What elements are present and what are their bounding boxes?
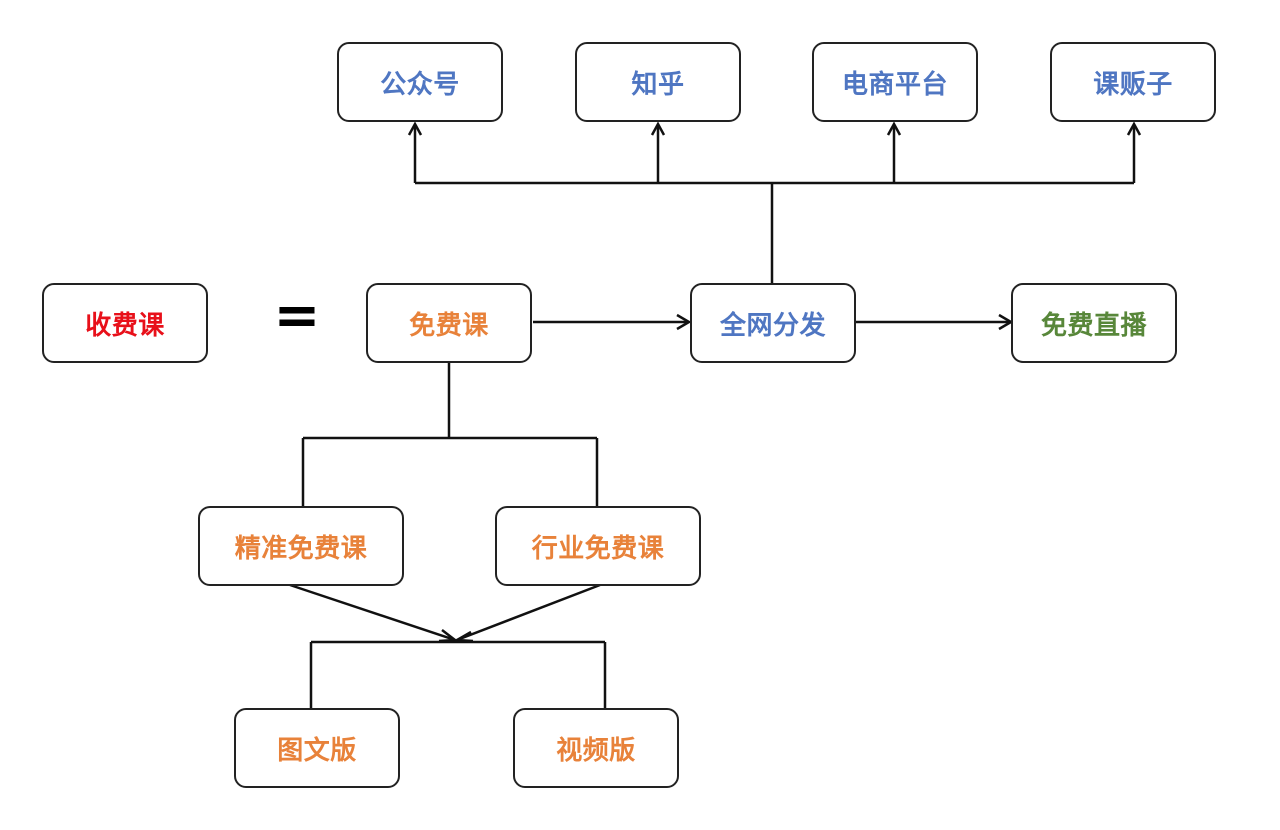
node-ecommerce: 电商平台 [812,42,978,122]
node-label: 精准免费课 [234,533,368,564]
node-paid-course: 收费课 [42,283,208,363]
node-label: 电商平台 [841,69,948,100]
arrow-precise-to-merge [289,583,456,642]
node-precise-free-course: 精准免费课 [198,506,404,586]
arrowhead-distribution [676,313,692,331]
node-text-image-version: 图文版 [234,708,400,788]
node-label: 课贩子 [1093,69,1173,100]
node-label: 行业免费课 [531,533,665,564]
arrowhead-ecommerce [886,121,902,136]
arrowhead-zhihu [650,121,666,136]
arrowhead-wechat-official [407,121,423,136]
node-zhihu: 知乎 [575,42,741,122]
arrow-industry-to-merge [456,583,601,642]
node-wechat-official: 公众号 [337,42,503,122]
node-label: 免费课 [409,310,489,341]
equals-sign: = [273,283,321,348]
node-label: 视频版 [556,735,636,766]
node-course-reseller: 课贩子 [1050,42,1216,122]
node-label: 公众号 [380,69,460,100]
node-industry-free-course: 行业免费课 [495,506,701,586]
node-label: 全网分发 [719,310,826,341]
node-label: 免费直播 [1040,310,1147,341]
node-video-version: 视频版 [513,708,679,788]
node-label: 收费课 [85,310,165,341]
node-free-course: 免费课 [366,283,532,363]
node-distribution: 全网分发 [690,283,856,363]
node-free-live: 免费直播 [1011,283,1177,363]
arrowhead-course-reseller [1126,121,1142,136]
node-label: 知乎 [631,69,685,100]
node-label: 图文版 [277,735,357,766]
arrowhead-merge-right [452,630,474,643]
